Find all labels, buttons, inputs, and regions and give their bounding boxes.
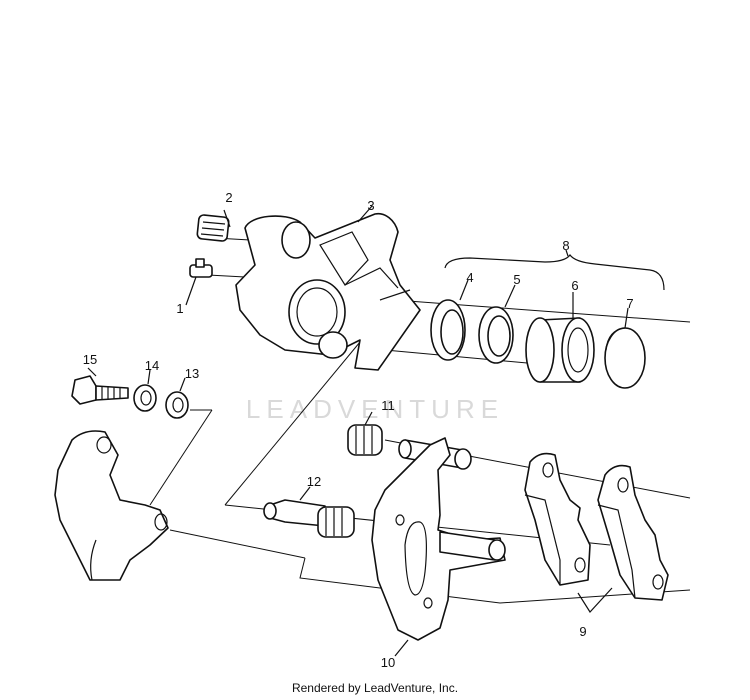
callout-8: 8 bbox=[562, 238, 569, 253]
bleeder-fitting-part bbox=[196, 209, 231, 242]
piston-part bbox=[525, 292, 595, 383]
callout-7: 7 bbox=[626, 296, 633, 311]
piston-seal-part bbox=[478, 284, 516, 364]
dust-seal-part bbox=[430, 279, 469, 361]
pin-boot-upper-part bbox=[347, 411, 383, 456]
seal-kit-bracket bbox=[444, 253, 665, 291]
bleeder-screw-part bbox=[185, 258, 213, 306]
callout-6: 6 bbox=[571, 278, 578, 293]
flat-washer-part bbox=[165, 377, 189, 419]
mounting-bolt-part bbox=[71, 367, 129, 405]
callout-4: 4 bbox=[466, 270, 473, 285]
footer-credit: Rendered by LeadVenture, Inc. bbox=[291, 681, 459, 695]
callout-14: 14 bbox=[145, 358, 159, 373]
callout-2: 2 bbox=[225, 190, 232, 205]
brake-pads-part bbox=[524, 452, 669, 613]
callout-leader-8 bbox=[565, 249, 569, 257]
callout-9: 9 bbox=[579, 624, 586, 639]
callout-12: 12 bbox=[307, 474, 321, 489]
callout-1: 1 bbox=[176, 301, 183, 316]
caliper-bracket-part bbox=[371, 437, 506, 657]
callout-11: 11 bbox=[381, 398, 395, 413]
mounting-bracket-part bbox=[54, 430, 169, 581]
callout-13: 13 bbox=[185, 366, 199, 381]
lock-washer-part bbox=[133, 369, 157, 412]
callout-15: 15 bbox=[83, 352, 97, 367]
piston-insulator-part bbox=[604, 307, 646, 389]
watermark-text: LEADVENTURE bbox=[246, 394, 504, 424]
callout-3: 3 bbox=[367, 198, 374, 213]
slide-pin-lower-part bbox=[263, 486, 355, 538]
callout-10: 10 bbox=[381, 655, 395, 670]
callout-5: 5 bbox=[513, 272, 520, 287]
caliper-body-part bbox=[235, 205, 421, 371]
